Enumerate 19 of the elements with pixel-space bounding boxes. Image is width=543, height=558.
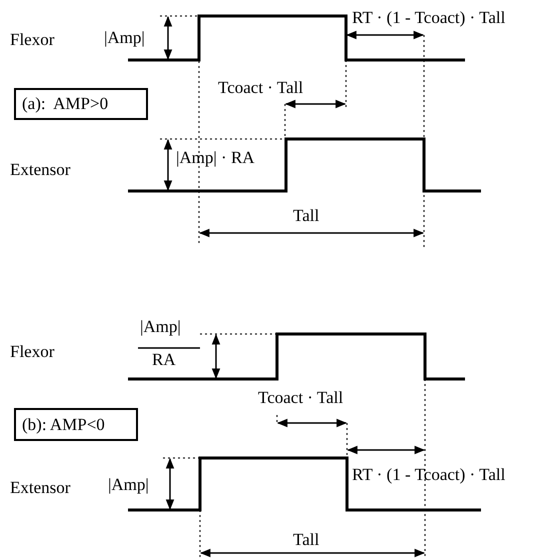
condition-label: (b): AMP<0 — [22, 414, 105, 434]
formula-label: Tcoact · Tall — [258, 388, 344, 408]
formula-label: |Amp| — [104, 28, 145, 48]
formula-label: RT · (1 - Tcoact) · Tall — [352, 8, 506, 28]
formula-label: |Amp| · RA — [176, 148, 255, 168]
formula-label: Tcoact · Tall — [218, 78, 304, 98]
condition-box — [14, 408, 138, 441]
formula-label: Tall — [293, 206, 320, 226]
condition-label: (a): AMP>0 — [22, 94, 108, 114]
formula-label: Tall — [293, 530, 320, 550]
formula-label: Extensor — [10, 160, 70, 180]
formula-label: RA — [152, 350, 176, 370]
formula-label: RT · (1 - Tcoact) · Tall — [352, 465, 506, 485]
formula-label: Flexor — [10, 30, 54, 50]
formula-label: |Amp| — [108, 475, 149, 495]
formula-label: Extensor — [10, 478, 70, 498]
formula-label: Flexor — [10, 342, 54, 362]
formula-label: |Amp| — [140, 317, 181, 337]
condition-box — [14, 88, 148, 120]
